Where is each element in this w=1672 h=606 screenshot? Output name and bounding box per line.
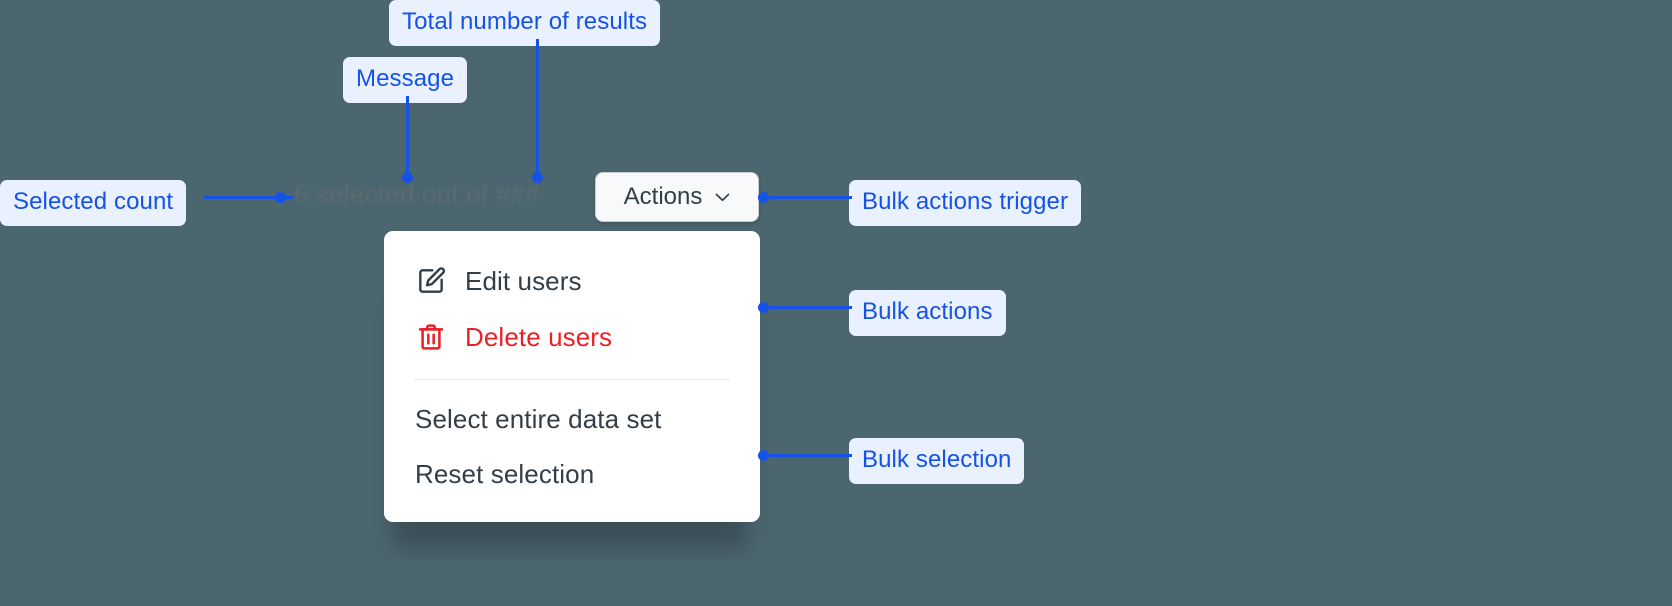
connector-dot-bulk-selection bbox=[758, 450, 769, 461]
menu-item-label: Delete users bbox=[465, 321, 613, 352]
connector-dot-message bbox=[402, 172, 413, 183]
edit-pencil-icon bbox=[415, 265, 447, 297]
connector-dot-selected-count bbox=[275, 192, 286, 203]
annotation-bulk-selection: Bulk selection bbox=[849, 438, 1025, 484]
menu-item-reset-selection[interactable]: Reset selection bbox=[384, 447, 760, 502]
connector-dot-bulk-actions bbox=[758, 302, 769, 313]
menu-item-edit-users[interactable]: Edit users bbox=[384, 253, 760, 309]
annotation-bulk-actions: Bulk actions bbox=[849, 290, 1006, 336]
connector-line-message bbox=[406, 96, 409, 178]
connector-line-selected-count bbox=[204, 196, 294, 199]
connector-dot-total-results bbox=[532, 172, 543, 183]
menu-item-label: Select entire data set bbox=[415, 404, 662, 434]
chevron-down-icon bbox=[715, 193, 730, 202]
bulk-actions-menu: Edit users Delete users Select entire da… bbox=[384, 231, 760, 522]
connector-line-bulk-selection bbox=[762, 454, 852, 457]
menu-item-select-entire-data-set[interactable]: Select entire data set bbox=[384, 392, 760, 447]
menu-item-label: Edit users bbox=[465, 265, 582, 296]
bulk-actions-trigger-button[interactable]: Actions bbox=[595, 172, 759, 222]
menu-item-label: Reset selection bbox=[415, 459, 595, 489]
annotation-message: Message bbox=[343, 57, 468, 103]
menu-item-delete-users[interactable]: Delete users bbox=[384, 309, 760, 365]
menu-divider bbox=[414, 379, 730, 380]
connector-line-bulk-actions-trigger bbox=[762, 196, 852, 199]
bulk-actions-trigger-label: Actions bbox=[623, 183, 703, 210]
connector-line-bulk-actions bbox=[762, 306, 852, 309]
selected-count-message: 6 selected out of ### bbox=[294, 179, 540, 209]
annotation-total-results: Total number of results bbox=[389, 0, 661, 46]
connector-dot-bulk-actions-trigger bbox=[758, 192, 769, 203]
trash-icon bbox=[415, 321, 447, 353]
annotation-bulk-actions-trigger: Bulk actions trigger bbox=[849, 180, 1082, 226]
annotation-selected-count: Selected count bbox=[0, 180, 187, 226]
connector-line-total-results bbox=[536, 39, 539, 178]
